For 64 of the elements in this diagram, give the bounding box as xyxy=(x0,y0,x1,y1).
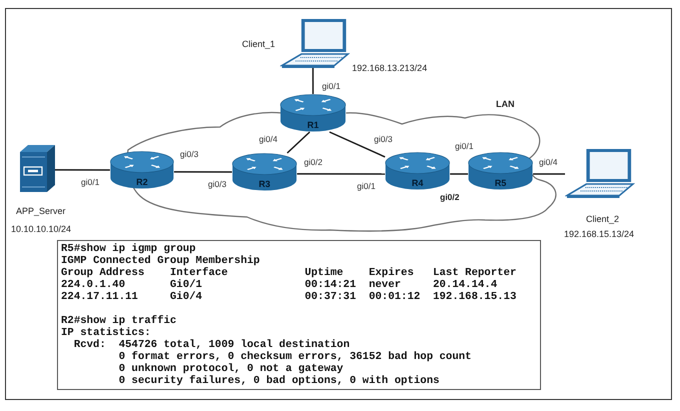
connection-line xyxy=(450,173,468,175)
router xyxy=(110,151,174,189)
interface-label: gi0/1 xyxy=(455,141,474,151)
table-value: 20.14.14.4 xyxy=(432,279,498,291)
laptop-icon xyxy=(280,18,350,68)
router xyxy=(280,94,346,132)
field-label: Rcvd: xyxy=(74,339,106,351)
server-icon xyxy=(20,145,55,192)
device-name: Client_1 xyxy=(242,39,276,49)
interface-label: gi0/2 xyxy=(440,192,460,202)
connection-line xyxy=(174,171,232,173)
connection-line xyxy=(286,131,310,154)
router-label: R4 xyxy=(412,178,424,188)
network-label: LAN xyxy=(496,99,514,109)
table-value: 00:01:12 xyxy=(368,291,420,303)
column-header: Last Reporter xyxy=(432,267,516,279)
table-value: Gi0/4 xyxy=(170,291,202,303)
output-heading: IGMP Connected Group Membership xyxy=(61,255,260,267)
ip-address: 192.168.13.213/24 xyxy=(352,63,428,73)
connection-line xyxy=(533,173,565,175)
output-line: 0 format errors, 0 checksum errors, 36152 bad hop count xyxy=(118,351,472,363)
output-line: 0 unknown protocol, 0 not a gateway xyxy=(118,363,344,375)
table-value: 00:14:21 xyxy=(304,279,356,291)
interface-label: gi0/4 xyxy=(259,134,278,144)
interface-label: gi0/1 xyxy=(322,81,340,91)
ip-address: 192.168.15.13/24 xyxy=(564,229,634,239)
table-value: 224.17.11.11 xyxy=(61,291,138,303)
output-line: 454726 total, 1009 local destination xyxy=(118,339,350,351)
table-value: 192.168.15.13 xyxy=(432,291,516,303)
table-value: 224.0.1.40 xyxy=(61,279,126,291)
router-label: R2 xyxy=(136,177,148,187)
interface-label: gi0/2 xyxy=(304,157,322,167)
table-value: never xyxy=(368,279,401,291)
router-label: R1 xyxy=(307,120,319,130)
router xyxy=(468,152,533,190)
command-line: R2#show ip traffic xyxy=(61,315,176,327)
output-heading: IP statistics: xyxy=(61,327,151,339)
table-value: Gi0/1 xyxy=(170,279,202,291)
connection-line xyxy=(297,173,385,175)
terminal-output-panel xyxy=(57,240,541,390)
column-header: Uptime xyxy=(304,267,344,279)
interface-label: gi0/1 xyxy=(357,181,376,191)
output-line: 0 security failures, 0 bad options, 0 with options xyxy=(118,375,440,387)
ip-address: 10.10.10.10/24 xyxy=(11,224,72,234)
laptop-icon xyxy=(565,148,635,198)
device-name: Client_2 xyxy=(586,214,620,224)
router xyxy=(232,153,297,191)
command-line: R5#show ip igmp group xyxy=(61,243,196,255)
table-value: 00:37:31 xyxy=(304,291,356,303)
connection-line xyxy=(55,169,110,171)
column-header: Expires xyxy=(368,267,414,279)
interface-label: gi0/3 xyxy=(374,134,392,144)
router-label: R3 xyxy=(258,179,270,189)
interface-label: gi0/4 xyxy=(539,157,558,167)
router xyxy=(385,152,450,190)
interface-label: gi0/1 xyxy=(81,177,100,187)
router-label: R5 xyxy=(494,178,506,188)
column-header: Group Address xyxy=(61,267,144,279)
connection-line xyxy=(312,68,314,94)
connection-line xyxy=(329,131,386,158)
interface-label: gi0/3 xyxy=(180,149,198,159)
device-name: APP_Server xyxy=(16,206,66,216)
interface-label: gi0/3 xyxy=(208,179,226,189)
column-header: Interface xyxy=(170,267,228,279)
